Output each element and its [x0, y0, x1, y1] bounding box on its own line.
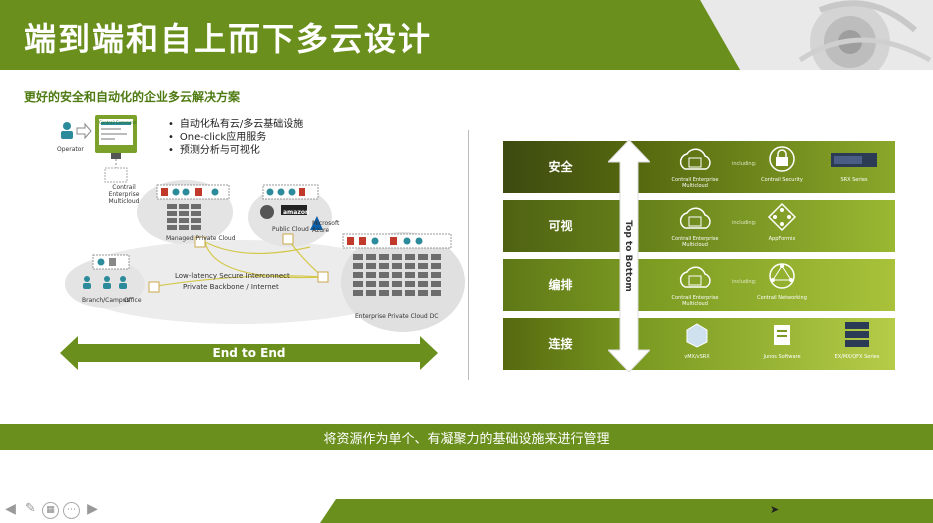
next-arrow-icon[interactable]: ▶	[87, 501, 98, 517]
icon-label: AppFormix	[768, 236, 796, 242]
cloud-icon	[679, 266, 711, 288]
switch-stack-icon	[845, 322, 869, 347]
icon-label: Contrail Enterprise Multicloud	[671, 295, 719, 307]
operator-label: Operator	[57, 146, 84, 153]
dc-label: Enterprise Private Cloud DC	[355, 313, 439, 320]
cloud-icon	[679, 148, 711, 170]
layer-name: 可视	[548, 219, 573, 233]
microsoft-azure-label: Microsoft Azure	[312, 220, 340, 234]
srx-device-icon	[831, 153, 877, 167]
mouse-cursor-icon: ➤	[770, 503, 780, 516]
page-title: 端到端和自上而下多云设计	[24, 20, 433, 58]
cloud-icon	[679, 207, 711, 229]
contrail-command-label: Contrail Command	[99, 120, 137, 125]
icon-label: Contrail Enterprise Multicloud	[671, 236, 719, 248]
layer-orchestration: 编排 Contrail Enterprise Multicloud includ…	[503, 259, 895, 311]
layer-security: 安全 Contrail Enterprise Multicloud includ…	[503, 141, 895, 193]
backbone-label: Private Backbone / Internet	[183, 283, 279, 291]
icon-label: SRX Series	[840, 177, 868, 183]
icon-label: Contrail Networking	[757, 295, 807, 301]
including-label: including:	[732, 279, 757, 285]
including-label: including:	[732, 161, 757, 167]
end-to-end-label: End to End	[212, 346, 286, 360]
vmx-icon	[686, 323, 708, 348]
footer-band	[320, 499, 933, 523]
operator-icon	[61, 122, 73, 139]
header-decoration-image	[700, 0, 933, 70]
bottom-banner-text: 将资源作为单个、有凝聚力的基础设施来进行管理	[323, 432, 610, 447]
bottom-banner	[0, 424, 933, 450]
arrow-right-icon	[76, 122, 92, 140]
grid-icon[interactable]: ▦	[42, 502, 59, 519]
feature-list: 自动化私有云/多云基础设施 One-click应用服务 预测分析与可视化	[168, 118, 303, 157]
lock-icon	[769, 146, 795, 172]
layer-connectivity: 连接 vMX/vSRX Junos Software EX/MX/QFX Ser…	[503, 318, 895, 370]
office-label: Office	[124, 297, 142, 304]
end-to-end-arrow	[60, 336, 438, 370]
appformix-icon	[767, 202, 797, 232]
icon-label: Junos Software	[763, 354, 801, 360]
contrail-label: Contrail Enterprise Multicloud	[108, 184, 140, 205]
public-cloud-label: Public Cloud	[272, 226, 309, 233]
layer-name: 编排	[548, 278, 573, 292]
subtitle: 更好的安全和自动化的企业多云解决方案	[24, 90, 241, 104]
branch-label: Branch/Campus	[82, 297, 130, 304]
junos-icon	[774, 325, 790, 345]
interconnect-label: Low-latency Secure Interconnect	[175, 272, 290, 280]
contrail-monitor-icon	[95, 115, 137, 159]
icon-label: Contrail Enterprise Multicloud	[671, 177, 719, 189]
pen-icon[interactable]: ✎	[25, 501, 36, 516]
top-to-bottom-label: Top to Bottom	[623, 220, 633, 292]
managed-cloud-label: Managed Private Cloud	[166, 235, 236, 242]
network-icon	[769, 263, 795, 289]
icon-label: Contrail Security	[761, 177, 803, 183]
prev-arrow-icon[interactable]: ◀	[5, 501, 16, 517]
public-cloud	[248, 187, 332, 247]
icon-label: vMX/vSRX	[684, 354, 710, 360]
layer-name: 连接	[548, 337, 573, 351]
feature-item: One-click应用服务	[168, 131, 303, 144]
layer-visibility: 可视 Contrail Enterprise Multicloud includ…	[503, 200, 895, 252]
backbone-cloud	[65, 240, 415, 324]
amazon-logo: amazon	[283, 209, 310, 216]
feature-item: 自动化私有云/多云基础设施	[168, 118, 303, 131]
vertical-divider	[468, 130, 469, 380]
layer-name: 安全	[548, 160, 573, 174]
more-icon[interactable]: ⋯	[63, 502, 80, 519]
including-label: including:	[732, 220, 757, 226]
feature-item: 预测分析与可视化	[168, 144, 303, 157]
icon-label: EX/MX/QFX Series	[834, 354, 880, 360]
top-to-bottom-arrow	[608, 140, 650, 372]
multicloud-diagram	[61, 115, 465, 332]
